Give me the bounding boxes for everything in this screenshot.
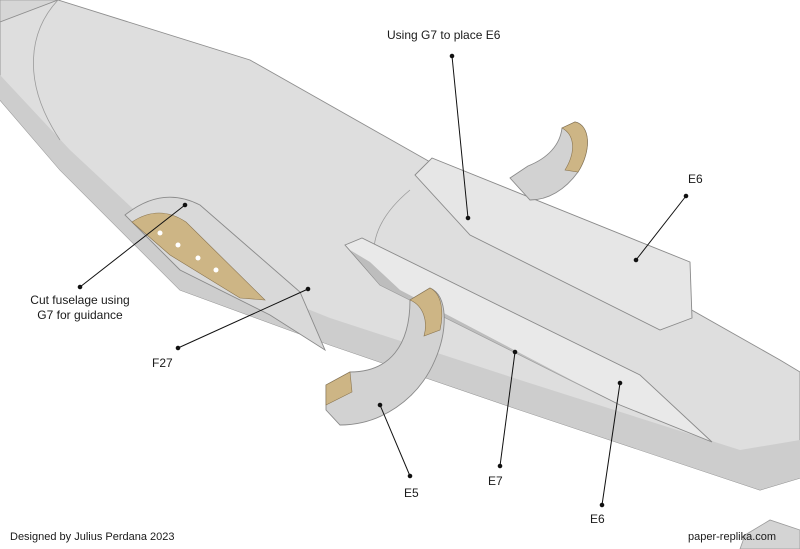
leader-e7: [499, 351, 516, 467]
label-cut-line1: Cut fuselage using: [30, 293, 130, 307]
tail-tip: [739, 519, 800, 549]
leader-g7-e6: [451, 55, 469, 219]
label-e5: E5: [404, 486, 419, 500]
label-f27: F27: [152, 356, 173, 370]
site-url: paper-replika.com: [688, 531, 777, 543]
e5-cardboard-edge-top: [409, 287, 443, 337]
label-cut-line2: G7 for guidance: [37, 308, 123, 322]
designer-credit: Designed by Julius Perdana 2023: [10, 531, 175, 543]
leader-e5: [379, 404, 411, 477]
e5-cardboard-edge: [325, 371, 353, 406]
fuselage-underside: [0, 75, 800, 490]
label-cut-fuselage: Cut fuselage using G7 for guidance: [10, 293, 150, 323]
leader-f27: [177, 288, 309, 349]
leader-e6-bottom: [601, 382, 621, 506]
leader-cut: [79, 204, 186, 288]
leader-lines: [77, 53, 689, 508]
label-e6-bottom: E6: [590, 512, 605, 526]
former-upper-edge: [561, 121, 588, 173]
label-e6-top: E6: [688, 172, 703, 186]
e5-former: [325, 287, 445, 426]
e6-plate: [414, 157, 693, 331]
label-g7-e6: Using G7 to place E6: [387, 28, 501, 42]
label-e7: E7: [488, 474, 503, 488]
leader-e6-top: [635, 195, 687, 261]
panel-seam-1: [33, 0, 61, 141]
